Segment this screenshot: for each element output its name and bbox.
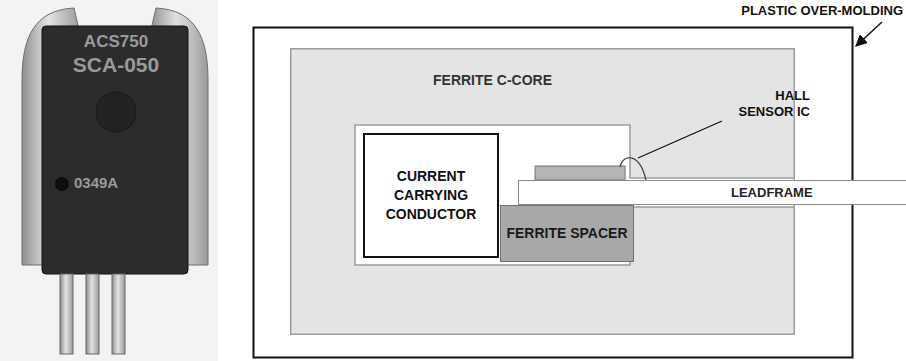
leadframe-strip: LEADFRAME [518, 180, 906, 205]
date-code: 0349A [74, 174, 174, 193]
part-name: FERRITE C-CORE [355, 72, 630, 88]
part-name: CURRENT CARRYING CONDUCTOR [369, 167, 493, 224]
pin-one-dot [55, 177, 69, 191]
callout-arrow [856, 22, 882, 46]
package-body [42, 26, 188, 274]
leader-line [638, 121, 722, 158]
part-label: PLASTIC OVER-MOLDING [700, 3, 903, 19]
package-marking: SCA-050 [48, 52, 184, 78]
sensor-pin [112, 274, 125, 354]
hall-sensor-chip [535, 166, 625, 180]
part-label: HALL SENSOR IC [728, 88, 810, 121]
package-marking: ACS750 [56, 31, 176, 52]
photo-ground [0, 0, 218, 361]
sensor-pin [86, 274, 99, 354]
conductor-box: CURRENT CARRYING CONDUCTOR [363, 133, 499, 258]
sensor-pin [60, 274, 73, 354]
part-name: LEADFRAME [731, 185, 813, 200]
bond-wire [620, 158, 646, 180]
ferrite-spacer-block: FERRITE SPACER [500, 205, 634, 262]
mold-mark [96, 92, 136, 132]
part-name: FERRITE SPACER [506, 224, 627, 242]
